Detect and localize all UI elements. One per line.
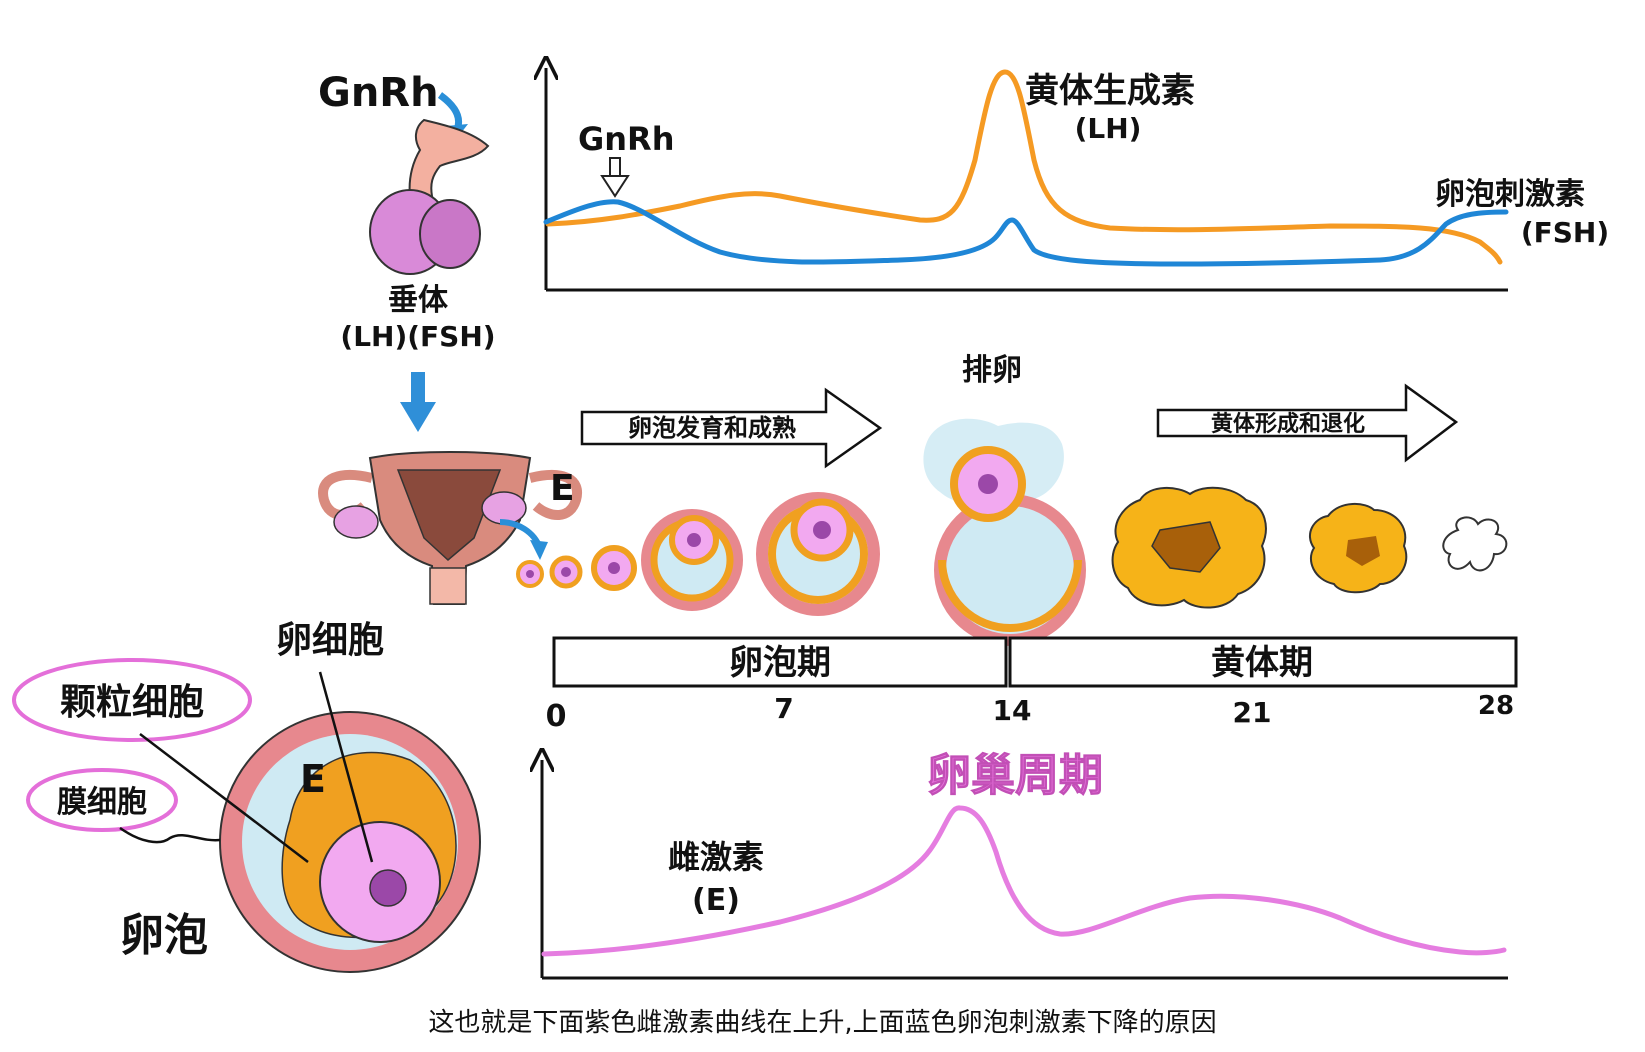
corpus-albicans bbox=[1442, 516, 1508, 572]
estrogen-abbr: (E) bbox=[692, 883, 740, 918]
day-ticks: 0 7 14 21 28 bbox=[546, 691, 1515, 734]
hormone-chart-axes bbox=[546, 68, 1508, 292]
ovulating-follicle bbox=[923, 418, 1086, 646]
ovulation-label: 排卵 bbox=[962, 353, 1022, 388]
theca-pointer bbox=[119, 826, 221, 844]
phase-bar bbox=[552, 636, 1518, 688]
gnrh-pulse-arrow-icon bbox=[600, 157, 630, 198]
subtitle-caption: 这也就是下面紫色雌激素曲线在上升,上面蓝色卵泡刺激素下降的原因 bbox=[428, 1008, 1217, 1038]
svg-text:膜细胞: 膜细胞 bbox=[57, 785, 147, 820]
pituitary-label: 垂体 bbox=[388, 283, 449, 318]
svg-text:颗粒细胞: 颗粒细胞 bbox=[60, 682, 204, 723]
secondary-follicle bbox=[641, 509, 743, 611]
fsh-curve bbox=[543, 199, 1509, 267]
follicle-label: 卵泡 bbox=[120, 910, 208, 961]
down-arrow-icon bbox=[400, 372, 436, 432]
fsh-label: 卵泡刺激素 bbox=[1435, 177, 1585, 212]
regressing-corpus-luteum bbox=[1309, 503, 1408, 594]
corpus-luteum bbox=[1111, 486, 1267, 609]
pituitary-icon bbox=[369, 118, 490, 275]
estrogen-curve bbox=[541, 805, 1507, 957]
svg-text:黄体形成和退化: 黄体形成和退化 bbox=[1211, 411, 1365, 437]
follicular-phase-label: 卵泡期 bbox=[729, 643, 831, 683]
luteal-change-arrow: 黄体形成和退化 bbox=[1156, 383, 1459, 463]
gnrh-pulse-label: GnRh bbox=[578, 120, 674, 158]
primordial-follicle-2 bbox=[549, 555, 583, 589]
primary-follicle bbox=[591, 545, 637, 591]
lh-label: 黄体生成素 bbox=[1025, 71, 1195, 111]
primordial-follicle-1 bbox=[516, 560, 544, 588]
ovarian-cycle-title: 卵巢周期 bbox=[927, 750, 1103, 801]
svg-text:0: 0 bbox=[546, 699, 567, 734]
granulosa-callout: 颗粒细胞 bbox=[12, 658, 252, 742]
svg-text:28: 28 bbox=[1478, 691, 1514, 721]
estrogen-label: 雌激素 bbox=[668, 838, 764, 876]
svg-text:7: 7 bbox=[774, 692, 793, 725]
lh-abbr: (LH) bbox=[1075, 112, 1142, 145]
estrogen-marker-top: E bbox=[550, 468, 575, 509]
theca-callout: 膜细胞 bbox=[26, 768, 178, 832]
gnrh-title: GnRh bbox=[318, 70, 439, 116]
estrogen-marker-detail: E bbox=[300, 757, 326, 801]
svg-text:14: 14 bbox=[993, 694, 1032, 727]
oocyte-label: 卵细胞 bbox=[276, 620, 384, 661]
luteal-phase-label: 黄体期 bbox=[1211, 643, 1313, 683]
ovary-arrowhead-icon bbox=[530, 540, 548, 560]
svg-text:卵泡发育和成熟: 卵泡发育和成熟 bbox=[628, 414, 796, 442]
granulosa-pointer bbox=[139, 733, 309, 863]
follicle-detail-icon bbox=[219, 711, 481, 973]
uterus-icon bbox=[318, 451, 583, 605]
antral-follicle bbox=[756, 492, 880, 616]
pituitary-hormones-label: (LH)(FSH) bbox=[340, 320, 495, 353]
follicle-development-arrow: 卵泡发育和成熟 bbox=[580, 387, 883, 469]
estrogen-chart-axes bbox=[542, 760, 1508, 980]
fsh-abbr: (FSH) bbox=[1521, 216, 1609, 249]
lh-curve bbox=[545, 69, 1503, 265]
svg-text:21: 21 bbox=[1233, 696, 1272, 729]
oocyte-pointer bbox=[318, 671, 374, 863]
